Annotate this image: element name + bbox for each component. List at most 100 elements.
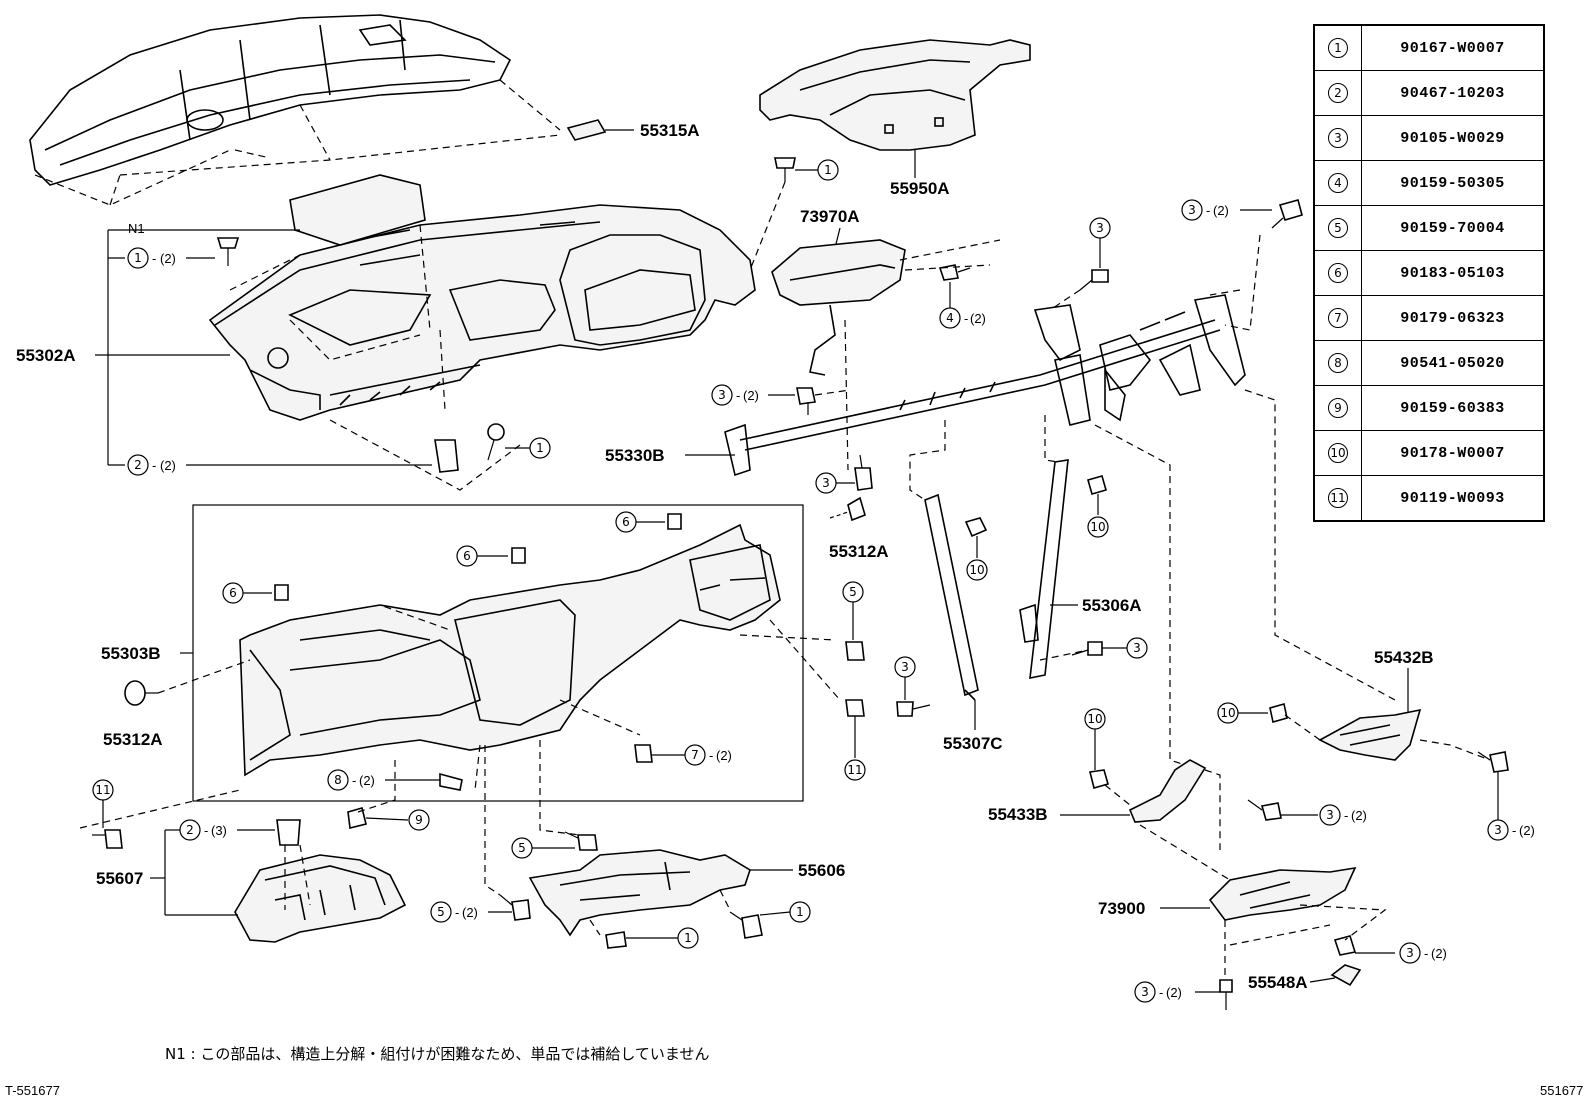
undercover-55606-drawing — [528, 849, 751, 937]
svg-text:3: 3 — [1406, 946, 1414, 960]
ref-number: 4 — [1313, 160, 1362, 206]
svg-text:3: 3 — [1326, 808, 1334, 822]
svg-text:2: 2 — [134, 458, 142, 472]
label-n1: N1 — [128, 221, 145, 236]
svg-text:-: - — [1206, 203, 1210, 218]
table-row: 1 90167-W0007 — [1313, 24, 1545, 71]
svg-text:1: 1 — [134, 251, 142, 265]
callout-circle — [1399, 942, 1421, 964]
callout-circle — [1487, 819, 1509, 841]
bolt-3-brace — [896, 701, 914, 717]
svg-text:3: 3 — [718, 388, 726, 402]
callout-circle — [327, 769, 349, 791]
label-55432B: 55432B — [1374, 648, 1434, 667]
screw-5-55606 — [564, 831, 598, 851]
ref-part-number: 90159-50305 — [1361, 160, 1545, 206]
ref-part-number: 90467-10203 — [1361, 70, 1545, 116]
cowl-panel-drawing — [29, 14, 512, 186]
screw-1-top — [774, 157, 818, 182]
ref-number: 9 — [1313, 385, 1362, 431]
ref-number: 7 — [1313, 295, 1362, 341]
label-55433B: 55433B — [988, 805, 1048, 824]
svg-text:2: 2 — [186, 823, 194, 837]
svg-text:(2): (2) — [1351, 808, 1367, 823]
label-55307C: 55307C — [943, 734, 1003, 753]
screw-11-right — [845, 699, 865, 717]
bracket-73900-drawing — [1208, 866, 1357, 921]
screw-11-left — [92, 829, 123, 849]
label-55607: 55607 — [96, 869, 143, 888]
brace-55307C-drawing — [924, 493, 979, 701]
svg-text:(2): (2) — [1166, 985, 1182, 1000]
bolt-3-topright — [1271, 199, 1303, 229]
bolt-3-top — [1079, 269, 1109, 291]
svg-text:(2): (2) — [1431, 946, 1447, 961]
svg-text:-: - — [709, 748, 713, 763]
bracket-55432B-drawing — [1318, 708, 1422, 761]
ref-number: 8 — [1313, 340, 1362, 386]
svg-text:1: 1 — [824, 163, 832, 177]
svg-text:1: 1 — [536, 441, 544, 455]
ref-part-number: 90167-W0007 — [1361, 24, 1545, 71]
ref-number-circle: 7 — [1328, 308, 1348, 328]
nut-10-55433B — [1089, 769, 1109, 789]
callout-circle — [127, 454, 149, 476]
svg-text:-: - — [152, 251, 156, 266]
ref-number-circle: 5 — [1328, 218, 1348, 238]
footnote: N1 : この部品は、構造上分解・組付けが困難なため、単品では補給していません — [165, 1045, 709, 1063]
svg-text:(3): (3) — [211, 823, 227, 838]
svg-text:-: - — [1344, 808, 1348, 823]
ref-part-number: 90105-W0029 — [1361, 115, 1545, 161]
label-55315A: 55315A — [640, 121, 700, 140]
svg-text:(2): (2) — [1213, 203, 1229, 218]
callout-circle — [127, 247, 149, 269]
svg-text:6: 6 — [463, 549, 471, 563]
bolt-3-left — [796, 387, 816, 415]
ref-number: 1 — [1313, 24, 1362, 71]
svg-text:3: 3 — [1133, 641, 1141, 655]
svg-text:7: 7 — [691, 748, 699, 762]
ref-part-number: 90119-W0093 — [1361, 475, 1545, 522]
ref-number: 3 — [1313, 115, 1362, 161]
nut-10-55306A — [1087, 475, 1107, 515]
svg-text:5: 5 — [518, 841, 526, 855]
svg-text:-: - — [964, 311, 968, 326]
ref-part-number: 90159-70004 — [1361, 205, 1545, 251]
bolt-3-55432B — [1477, 751, 1509, 820]
clip-2 — [434, 439, 459, 473]
callout-circle — [1087, 516, 1109, 538]
svg-text:5: 5 — [849, 585, 857, 599]
clip-1-upper — [216, 237, 240, 266]
footer-right: 551677 — [1540, 1083, 1583, 1098]
svg-text:-: - — [1512, 823, 1516, 838]
svg-text:9: 9 — [415, 813, 423, 827]
screw-1-mid — [487, 423, 530, 461]
svg-text:(2): (2) — [462, 905, 478, 920]
clip-55312A-left — [124, 680, 158, 706]
svg-text:1: 1 — [684, 931, 692, 945]
label-55312A-left: 55312A — [103, 730, 163, 749]
bolt-4 — [938, 264, 971, 308]
table-row: 5 90159-70004 — [1313, 205, 1545, 251]
svg-text:8: 8 — [334, 773, 342, 787]
screw-1-55606-a — [605, 931, 678, 949]
ref-number-circle: 2 — [1328, 83, 1348, 103]
callout-circle — [1134, 981, 1156, 1003]
callout-circle — [1181, 199, 1203, 221]
cross-member-drawing — [724, 294, 1246, 477]
callout-circle — [966, 559, 988, 581]
callout-circle — [529, 437, 551, 459]
ref-number-circle: 6 — [1328, 263, 1348, 283]
airbag-drawing — [771, 239, 906, 376]
svg-text:3: 3 — [822, 476, 830, 490]
cluster-hood-drawing — [759, 39, 1031, 151]
clip-55312A-top — [847, 496, 866, 522]
label-55306A: 55306A — [1082, 596, 1142, 615]
svg-text:10: 10 — [1087, 712, 1102, 726]
svg-text:-: - — [152, 458, 156, 473]
ref-number-circle: 1 — [1328, 38, 1348, 58]
